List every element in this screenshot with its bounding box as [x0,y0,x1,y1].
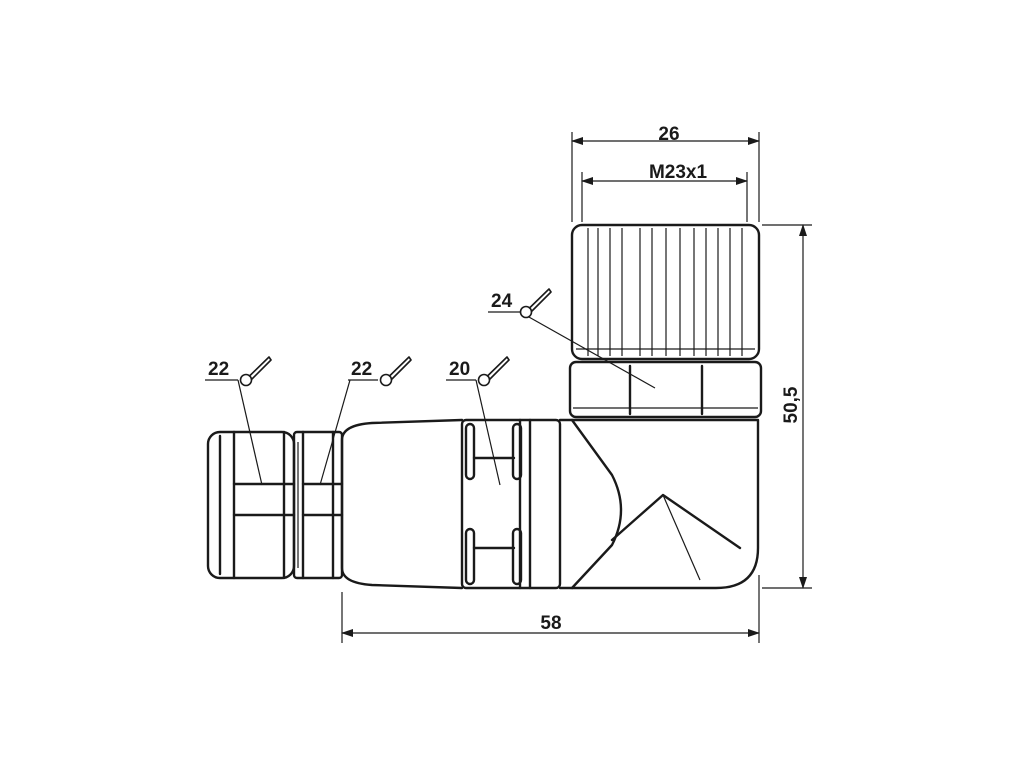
callout-24-label: 24 [491,291,513,312]
dimension-thread: M23x1 [581,162,748,222]
dimension-length: 58 [341,575,760,643]
wrench-icon [239,356,272,387]
cable-gland-inner [292,430,344,580]
callout-22-inner-label: 22 [351,359,372,380]
callout-20: 20 [446,356,510,486]
dimension-height: 50,5 [762,224,812,589]
grip-ring [460,418,562,590]
dimension-26-label: 26 [658,124,679,145]
callout-22-outer-label: 22 [208,359,229,380]
wrench-icon [477,356,510,387]
callout-20-label: 20 [449,359,470,380]
callout-22-outer: 22 [205,356,272,486]
callout-22-inner: 22 [319,356,412,486]
wrench-icon [379,356,412,387]
dimension-50-5-label: 50,5 [781,386,802,423]
coupling-nut [570,223,761,361]
hex-nut [568,360,763,419]
dimension-thread-label: M23x1 [649,162,708,183]
cable-gland-outer [206,430,296,580]
callout-24: 24 [488,288,656,389]
dimension-top-width: 26 [571,124,760,222]
angled-housing [558,418,760,590]
tapered-sleeve [340,418,464,590]
dimension-58-label: 58 [540,613,561,634]
wrench-icon [519,288,552,319]
